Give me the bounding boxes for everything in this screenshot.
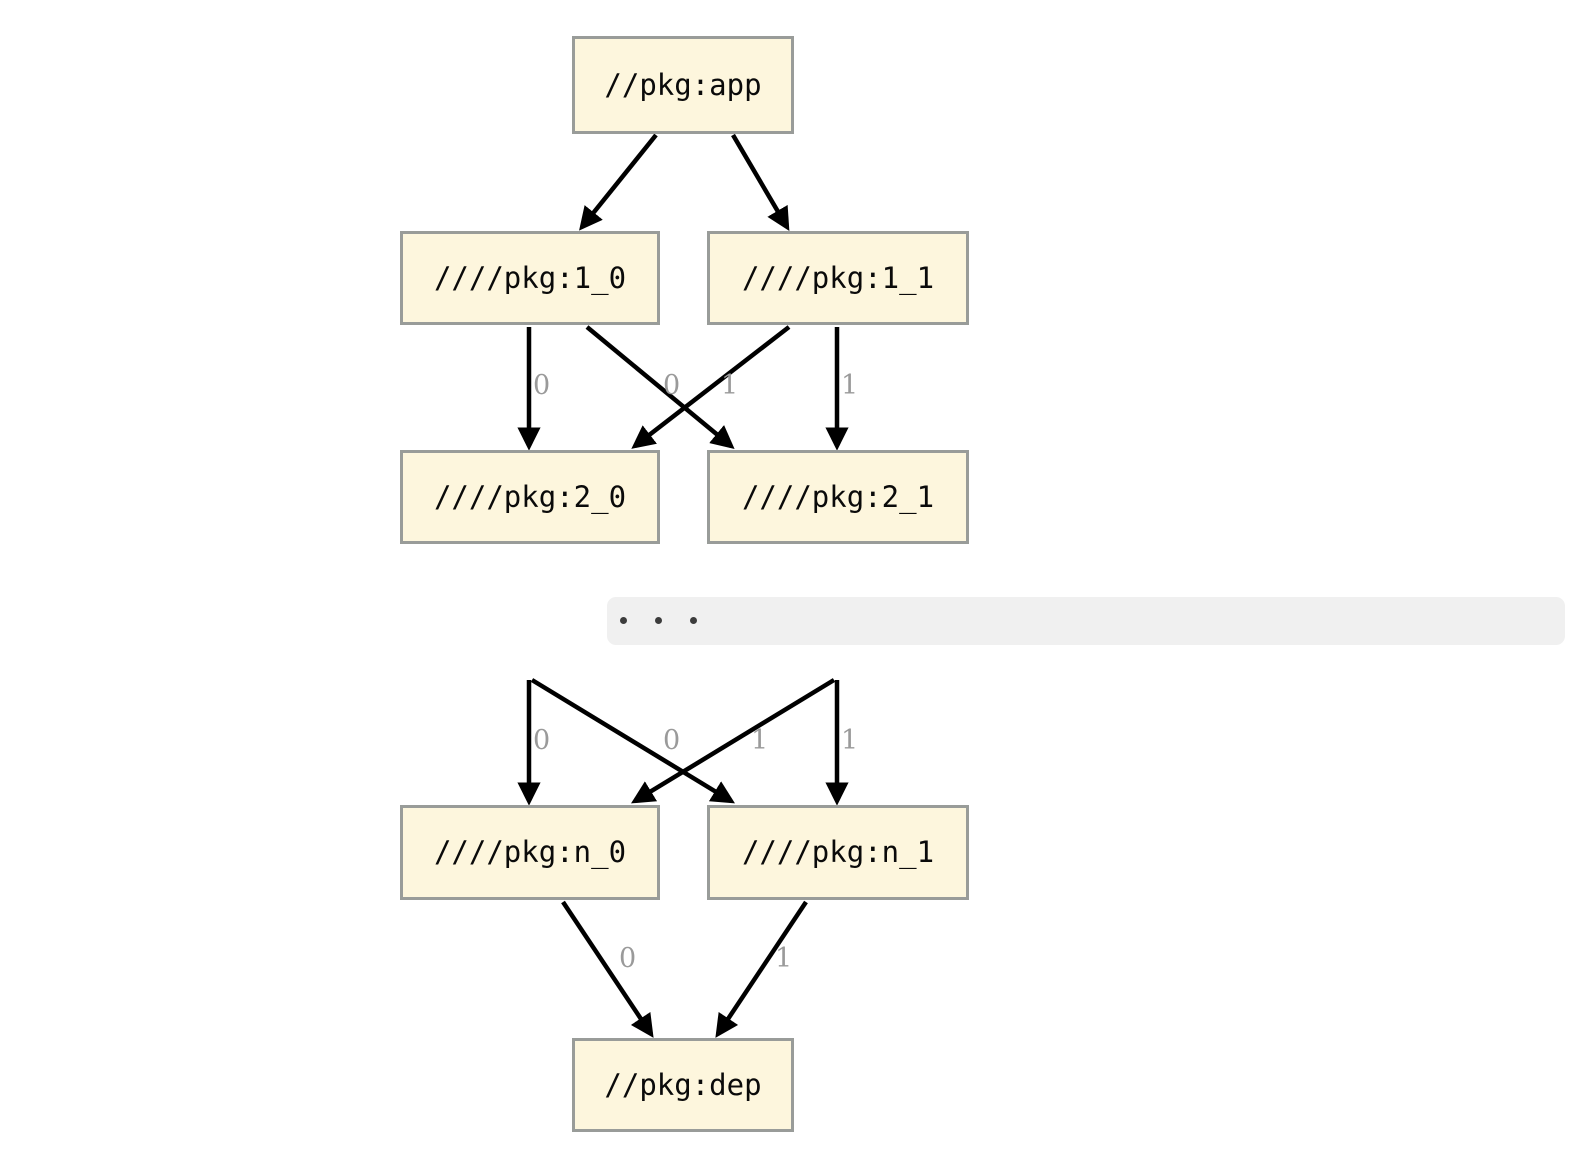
node-dep-label: //pkg:dep bbox=[604, 1067, 762, 1102]
edge-n_1-to-dep bbox=[715, 900, 808, 1038]
node-pkg-2_0[interactable]: ////pkg:2_0 bbox=[400, 450, 660, 544]
node-app[interactable]: //pkg:app bbox=[572, 36, 794, 134]
edge-label: 0 bbox=[663, 370, 681, 401]
node-pkg-1_1[interactable]: ////pkg:1_1 bbox=[707, 231, 969, 325]
node-dep[interactable]: //pkg:dep bbox=[572, 1038, 794, 1132]
edge-label: 0 bbox=[663, 725, 681, 756]
edge-label: 0 bbox=[533, 370, 551, 401]
edge-truncated-to-n_1 bbox=[530, 678, 735, 804]
edge-label: 1 bbox=[841, 370, 859, 401]
node-pkg-n_1-label: ////pkg:n_1 bbox=[741, 835, 935, 869]
ellipsis-dot bbox=[690, 617, 697, 624]
edge-1_0-to-2_1 bbox=[585, 325, 735, 449]
node-pkg-1_0-label: ////pkg:1_0 bbox=[433, 260, 627, 295]
edge-n_0-to-dep bbox=[561, 900, 654, 1038]
edge-label: 0 bbox=[619, 943, 637, 974]
truncated-levels-band bbox=[607, 597, 1565, 645]
edge-app-to-1_1 bbox=[731, 133, 790, 232]
ellipsis-dot bbox=[655, 617, 662, 624]
node-pkg-n_1[interactable]: ////pkg:n_1 bbox=[707, 805, 969, 900]
node-pkg-1_0[interactable]: ////pkg:1_0 bbox=[400, 231, 660, 325]
edge-app-to-1_0 bbox=[579, 133, 658, 231]
node-pkg-1_1-label: ////pkg:1_1 bbox=[741, 260, 935, 295]
node-pkg-2_1-label: ////pkg:2_1 bbox=[741, 479, 935, 514]
edge-label: 0 bbox=[533, 725, 551, 756]
node-pkg-2_0-label: ////pkg:2_0 bbox=[433, 479, 627, 514]
edge-label: 1 bbox=[841, 725, 859, 756]
node-pkg-n_0-label: ////pkg:n_0 bbox=[433, 835, 627, 869]
edge-label: 1 bbox=[721, 370, 739, 401]
ellipsis-dot bbox=[620, 617, 627, 624]
node-pkg-n_0[interactable]: ////pkg:n_0 bbox=[400, 805, 660, 900]
edge-label: 1 bbox=[751, 725, 769, 756]
edge-1_1-to-2_0 bbox=[631, 325, 791, 449]
edge-truncated-alt-to-n_0 bbox=[631, 678, 836, 804]
node-pkg-2_1[interactable]: ////pkg:2_1 bbox=[707, 450, 969, 544]
edge-label: 1 bbox=[775, 943, 793, 974]
node-app-label: //pkg:app bbox=[604, 67, 762, 102]
